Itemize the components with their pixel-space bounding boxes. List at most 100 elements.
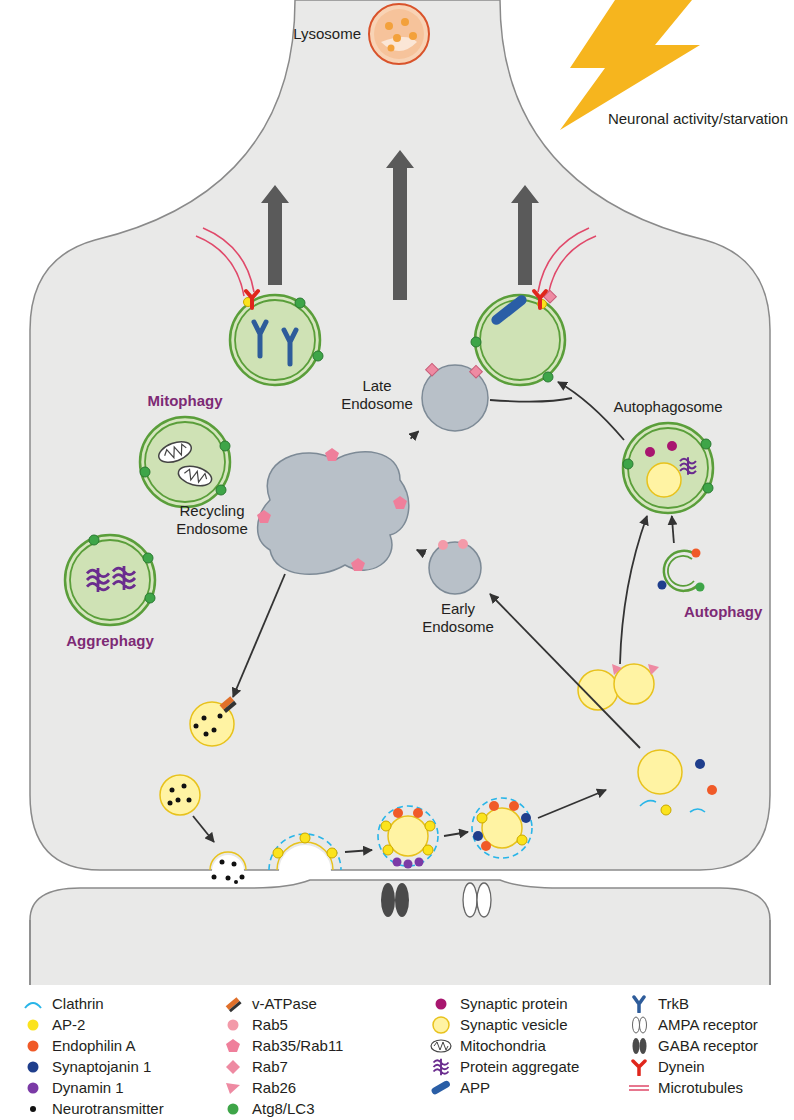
legend-swatch-part: [634, 997, 644, 1012]
label-box: Lysosome: [285, 25, 361, 43]
node-outline-part-part: [409, 32, 417, 40]
endocytosis-part: [690, 809, 705, 812]
exocytosis-part: [168, 784, 192, 806]
legend-swatch: [222, 1100, 244, 1118]
exocytosis-part-part: [220, 860, 225, 865]
legend-swatch-part: [633, 1038, 640, 1054]
legend-item: v-ATPase: [222, 994, 287, 1014]
node-outline-part-part: [385, 22, 393, 30]
legend-color: [228, 1020, 239, 1031]
node-outline-part: [647, 463, 681, 497]
node-outline-part: [257, 448, 407, 571]
endocytosis-part: [490, 594, 640, 748]
endocytosis-part: [521, 813, 531, 823]
recycled-vesicle-part-part: [194, 724, 199, 729]
legend-swatch: [628, 1016, 650, 1034]
exocytosis-part: [210, 852, 246, 870]
endocytosis-part: [477, 813, 487, 823]
app-autophagosome: [471, 290, 565, 385]
endocytosis-part: [413, 808, 423, 818]
legend-swatch: [430, 1016, 452, 1034]
legend-swatch: [430, 1079, 452, 1097]
trkb-autophagosome: [230, 291, 323, 385]
endocytosis-part: [661, 805, 671, 815]
legend-text: Endophilin A: [52, 1037, 135, 1054]
app-autophagosome-part: [543, 372, 553, 382]
lysosome: Lysosome: [367, 2, 431, 66]
legend-color: [226, 1083, 240, 1094]
legend-color: [228, 1104, 239, 1115]
legend-text: Clathrin: [52, 995, 104, 1012]
exocytosis-part: [193, 816, 214, 842]
endocytosis-part: [444, 832, 468, 836]
node-outline-part: [89, 535, 99, 545]
node-outline: [64, 534, 156, 626]
exocytosis-part-part: [226, 876, 231, 881]
legend-color: [226, 1060, 240, 1074]
connector-arrow: [672, 516, 674, 543]
legend-swatch: [22, 1058, 44, 1076]
node-outline-part: [113, 566, 135, 590]
node-outline-part: [438, 540, 448, 550]
node-outline-part: [369, 4, 429, 64]
postsynaptic-terminal: [20, 880, 780, 1005]
legend-swatch-part: [434, 1059, 449, 1076]
trkb-autophagosome-part: [235, 300, 315, 380]
legend-item: Dynamin 1: [22, 1078, 94, 1098]
microtubules-part: [538, 228, 589, 292]
legend-text: Dynamin 1: [52, 1079, 124, 1096]
label-box: Late Endosome: [340, 377, 414, 413]
node-outline-part: [668, 556, 694, 586]
legend-text: Synaptic vesicle: [460, 1016, 568, 1033]
legend-item: Microtubules: [628, 1078, 713, 1098]
legend-swatch: [430, 995, 452, 1013]
presynaptic-terminal: [30, 0, 770, 870]
fusion-arrows-part: [620, 516, 647, 664]
legend-color: [226, 1039, 240, 1052]
node-outline-part: [140, 417, 230, 507]
node-outline-part: [385, 18, 417, 52]
app-autophagosome-part: [534, 291, 546, 308]
node-outline-part-part: [388, 45, 395, 52]
endocytosis-part: [277, 842, 333, 870]
endocytosis-part: [425, 821, 435, 831]
recycled-vesicle-part: [194, 714, 223, 737]
node-outline-part: [658, 581, 667, 590]
rab26-vesicles-part: [648, 664, 659, 675]
exocytosis: [160, 775, 246, 884]
transport-arrows-part: [386, 150, 414, 300]
node-outline-part: [220, 441, 230, 451]
legend-color: [28, 1020, 39, 1031]
exocytosis-part-part: [168, 801, 173, 806]
legend-text: Mitochondria: [460, 1037, 546, 1054]
exocytosis-part: [212, 860, 245, 885]
recycled-vesicle-part-part: [202, 716, 207, 721]
legend-swatch: [22, 995, 44, 1013]
legend-swatch-part: [633, 1017, 640, 1033]
node-outline-part: [65, 535, 155, 625]
legend-swatch: [628, 995, 650, 1013]
node-label: Lysosome: [285, 25, 361, 43]
microtubules: [196, 228, 596, 296]
legend-text: Rab7: [252, 1058, 288, 1075]
late-endosome: Late Endosome: [420, 363, 490, 433]
legend-swatch-part: [434, 1042, 448, 1050]
legend-swatch-part: [431, 1040, 451, 1052]
node-outline-part: [145, 422, 225, 502]
label-box: Mitophagy: [125, 392, 245, 410]
legend-text: Atg8/LC3: [252, 1100, 315, 1117]
ampa-receptor: [463, 883, 491, 917]
legend-swatch: [222, 1058, 244, 1076]
exocytosis-part-part: [170, 788, 175, 793]
endocytosis-part: [423, 845, 433, 855]
exocytosis-part-part: [212, 875, 217, 880]
endocytosis-part: [473, 831, 483, 841]
node-label: Early Endosome: [421, 600, 495, 636]
legend-swatch-part-part: [229, 1001, 242, 1012]
legend-swatch: [430, 1037, 452, 1055]
exocytosis-part-part: [182, 784, 187, 789]
node-outline-part: [664, 551, 698, 591]
legend-swatch-part: [25, 1003, 41, 1008]
trkb-autophagosome-part: [230, 295, 320, 385]
